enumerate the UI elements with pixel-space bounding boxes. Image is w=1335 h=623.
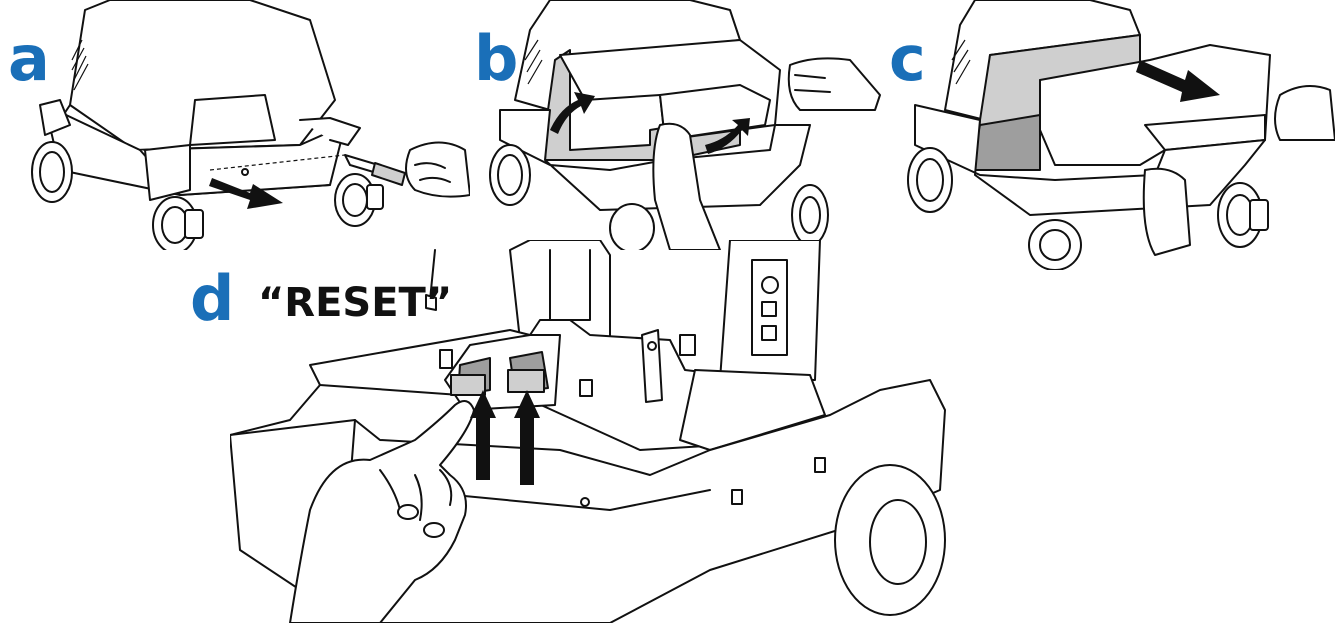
step-b-illustration [470,0,890,250]
step-c-panel [890,0,1335,270]
hand-right [789,58,880,110]
hand-screwdriver [406,143,470,197]
reset-callout: “RESET” [258,283,452,323]
top-cover [70,0,335,150]
step-a-illustration [0,0,470,250]
step-a-label: a [8,28,49,90]
step-d-label: d [190,268,233,330]
reset-switch-left [451,375,485,395]
step-b-panel [470,0,890,250]
step-c-label: c [889,28,925,90]
wheel-right [835,465,945,615]
step-c-illustration [890,0,1335,270]
reset-switch-right [508,370,544,392]
hand-lower [1144,169,1190,255]
hand-right [1275,86,1335,140]
step-b-label: b [474,28,517,90]
step-a-panel [0,0,470,250]
